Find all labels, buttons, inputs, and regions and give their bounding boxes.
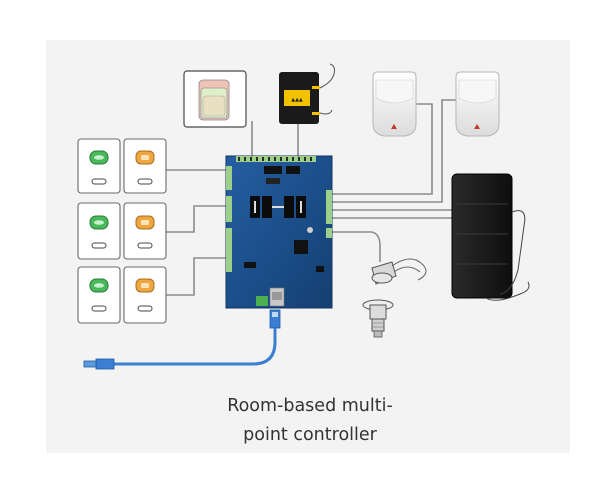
svg-text:▲▲▲: ▲▲▲ — [291, 97, 303, 103]
controller-board — [225, 155, 333, 309]
wire-reader-row2 — [164, 205, 228, 233]
caption-line-2: point controller — [243, 425, 377, 445]
exit-button-device — [183, 70, 247, 128]
door-lock — [362, 299, 394, 338]
usb-cable — [83, 309, 281, 370]
pir-sensor-1 — [372, 71, 417, 137]
door-sensor — [371, 258, 427, 285]
wire-pir-2 — [330, 99, 458, 203]
caption: Room-based multi- point controller — [200, 392, 420, 450]
wire-lock — [330, 231, 381, 262]
wire-reader-row3 — [164, 257, 228, 296]
reader-row-2 — [77, 202, 167, 260]
wiring — [164, 99, 458, 296]
battery — [451, 173, 530, 301]
relay-module: ▲▲▲ — [279, 63, 335, 124]
reader-row-1 — [77, 138, 167, 194]
wire-pir-1 — [330, 103, 433, 195]
pir-sensor-2 — [455, 71, 500, 137]
caption-line-1: Room-based multi- — [227, 396, 393, 416]
reader-row-3 — [77, 266, 167, 324]
